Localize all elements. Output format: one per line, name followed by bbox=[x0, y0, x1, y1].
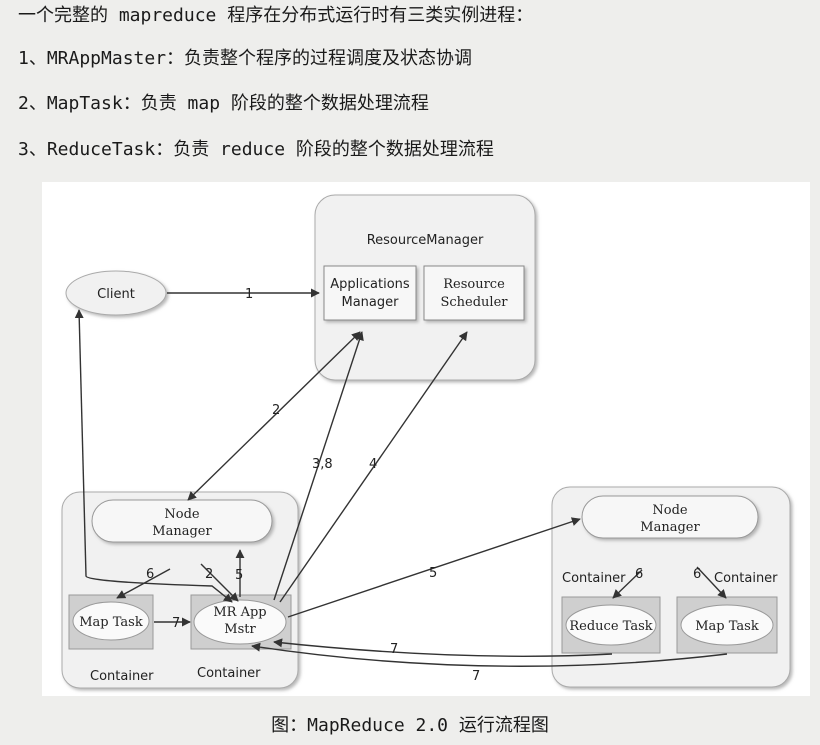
diagram-svg: ResourceManager Applications Manager Res… bbox=[61, 194, 791, 689]
intro-line-2: 2、MapTask：负责 map 阶段的整个数据处理流程 bbox=[18, 93, 429, 114]
edge-nm-to-left-map-task bbox=[116, 568, 171, 599]
edge-mrapp-to-applications-manager bbox=[273, 331, 364, 601]
edge-right-nm-to-reduce-task bbox=[612, 569, 643, 599]
edge-nm-to-mrapp bbox=[200, 563, 239, 602]
edge-label-5a: 5 bbox=[429, 566, 437, 581]
right-node-manager-line-1: Node bbox=[652, 503, 688, 518]
left-node-manager-line-2: Manager bbox=[152, 524, 212, 539]
left-node-manager-line-1: Node bbox=[164, 507, 200, 522]
right-node-manager-line-2: Manager bbox=[640, 520, 700, 535]
left-container-label-2: Container bbox=[197, 666, 261, 681]
edge-label-7a: 7 bbox=[172, 616, 180, 631]
right-map-task-label: Map Task bbox=[695, 619, 759, 634]
resource-scheduler-box bbox=[423, 265, 525, 321]
intro-line-3: 3、ReduceTask：负责 reduce 阶段的整个数据处理流程 bbox=[18, 139, 494, 160]
reduce-task bbox=[565, 604, 657, 646]
edge-mrapp-to-right-nm bbox=[287, 517, 581, 618]
intro-line-0: 一个完整的 mapreduce 程序在分布式运行时有三类实例进程： bbox=[18, 5, 534, 26]
edge-mrapp-to-resource-scheduler bbox=[279, 331, 468, 603]
edge-label-6c: 6 bbox=[693, 567, 701, 582]
left-map-task-label: Map Task bbox=[79, 615, 143, 630]
edge-left-to-client bbox=[74, 309, 87, 577]
left-map-task bbox=[72, 601, 150, 641]
edge-label-1: 1 bbox=[245, 287, 253, 302]
left-container-label-1: Container bbox=[90, 669, 154, 684]
mapreduce-diagram: ResourceManager Applications Manager Res… bbox=[42, 182, 810, 696]
edge-reduce-task-to-mrapp bbox=[273, 638, 613, 657]
resource-manager-title: ResourceManager bbox=[367, 233, 484, 248]
client-node bbox=[65, 270, 167, 316]
resource-scheduler-label-line-1: Resource bbox=[443, 277, 505, 292]
applications-manager-label-line-2: Manager bbox=[342, 295, 400, 310]
edge-label-5b: 5 bbox=[235, 568, 243, 583]
edge-label-2b: 2 bbox=[205, 567, 213, 582]
mr-app-mstr-line-2: Mstr bbox=[224, 622, 256, 637]
edge-label-4: 4 bbox=[369, 457, 377, 472]
right-container-label-2: Container bbox=[714, 571, 778, 586]
edge-label-7c: 7 bbox=[472, 669, 480, 684]
applications-manager-label-line-1: Applications bbox=[330, 277, 410, 292]
right-container-label-1: Container bbox=[562, 571, 626, 586]
edge-client-to-mrapp bbox=[85, 575, 233, 603]
reduce-task-label: Reduce Task bbox=[569, 619, 652, 634]
edge-right-nm-to-map-task bbox=[696, 566, 727, 599]
intro-line-1: 1、MRAppMaster：负责整个程序的过程调度及状态协调 bbox=[18, 48, 473, 69]
resource-scheduler-label-line-2: Scheduler bbox=[440, 295, 508, 310]
edge-rm-to-left-node-manager bbox=[187, 331, 361, 501]
edge-label-6a: 6 bbox=[146, 567, 154, 582]
edge-label-6b: 6 bbox=[635, 567, 643, 582]
left-node-manager bbox=[91, 499, 273, 543]
applications-manager-box bbox=[323, 265, 417, 321]
edge-label-3-8: 3,8 bbox=[312, 457, 333, 472]
edge-label-7b: 7 bbox=[390, 642, 398, 657]
edge-label-2a: 2 bbox=[272, 403, 280, 418]
mr-app-mstr-line-1: MR App bbox=[213, 605, 266, 620]
edge-right-map-task-to-mrapp bbox=[251, 642, 728, 667]
right-map-task bbox=[680, 604, 774, 646]
mr-app-mstr bbox=[193, 599, 287, 645]
right-node-manager bbox=[581, 495, 759, 539]
figure-caption: 图：MapReduce 2.0 运行流程图 bbox=[271, 715, 549, 736]
client-label: Client bbox=[97, 287, 135, 302]
